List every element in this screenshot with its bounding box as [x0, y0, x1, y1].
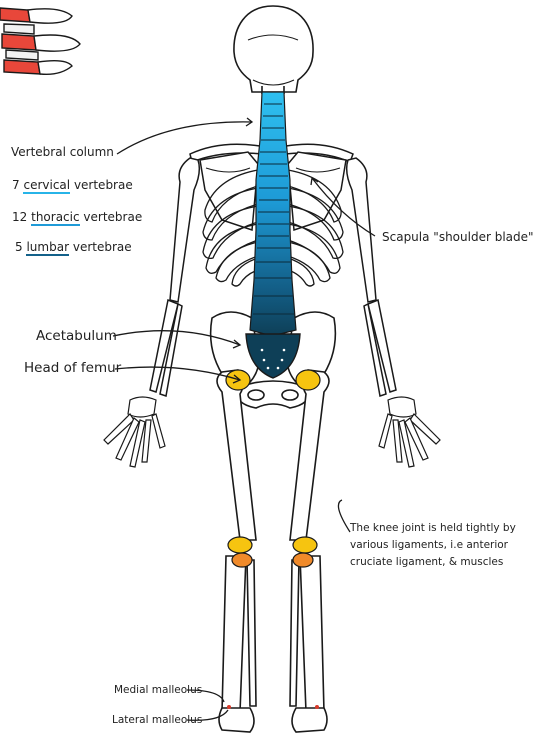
knee-joint-note: The knee joint is held tightly by variou…	[350, 520, 525, 571]
scapula-label: Scapula "shoulder blade"	[382, 230, 534, 244]
cervical-word: cervical	[23, 179, 70, 194]
medial-malleolus-label: Medial malleolus	[114, 684, 202, 696]
hands	[104, 397, 440, 467]
spine-thumbnail-icon	[0, 8, 80, 74]
acetabulum-label: Acetabulum	[36, 328, 117, 344]
vertebral-column-label: Vertebral column	[11, 145, 114, 159]
lateral-malleolus-label: Lateral malleolus	[112, 714, 202, 726]
spine	[246, 92, 300, 378]
head-of-femur-label: Head of femur	[24, 360, 121, 376]
cervical-count: 7	[12, 178, 20, 192]
lumbar-row: 5 lumbar vertebrae	[15, 240, 132, 256]
thoracic-suffix: vertebrae	[83, 210, 142, 224]
cervical-suffix: vertebrae	[74, 178, 133, 192]
skull	[234, 6, 313, 94]
thoracic-count: 12	[12, 210, 27, 224]
cervical-row: 7 cervical vertebrae	[12, 178, 133, 194]
lumbar-suffix: vertebrae	[73, 240, 132, 254]
thoracic-row: 12 thoracic vertebrae	[12, 210, 142, 226]
lumbar-count: 5	[15, 240, 23, 254]
knee-joints	[228, 537, 317, 567]
thoracic-word: thoracic	[31, 211, 79, 226]
lumbar-word: lumbar	[26, 241, 69, 256]
